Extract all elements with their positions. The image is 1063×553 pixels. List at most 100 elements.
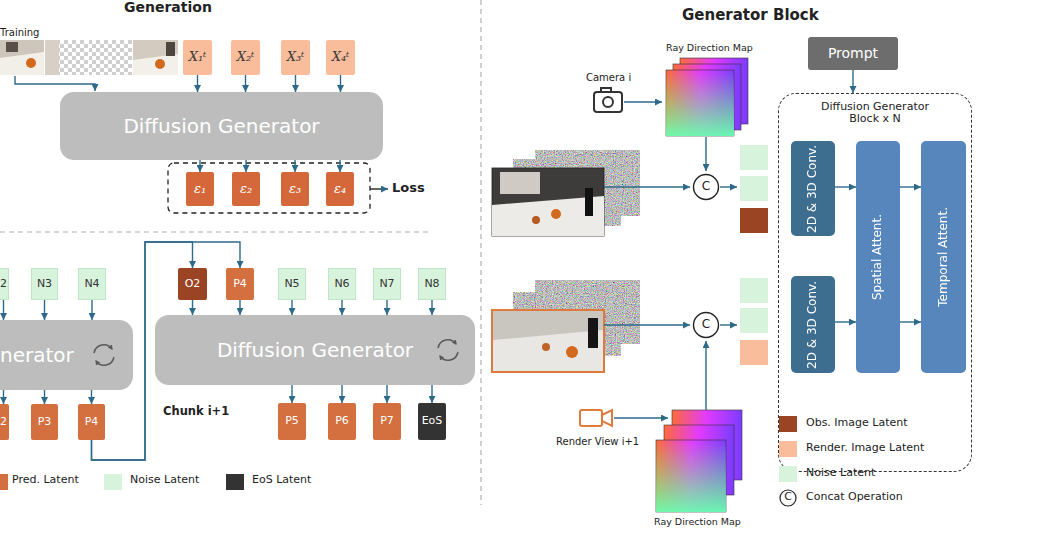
camera-label: Render View i+1 (556, 436, 639, 447)
predicted-latent-box: 2 (0, 404, 9, 440)
video-camera-icon (580, 410, 602, 426)
node-text: ε₄ (334, 182, 346, 196)
ray-direction-map (656, 440, 726, 512)
video-camera-icon (580, 410, 612, 426)
node-text: N4 (84, 278, 99, 290)
ray-direction-map (666, 58, 748, 136)
render-image-stack (492, 310, 604, 372)
flow-connector (245, 160, 246, 172)
training-thumbnails (0, 40, 178, 91)
node-text: Prompt (828, 46, 878, 61)
training-thumbnails (45, 40, 88, 75)
camera-icon (601, 88, 611, 92)
flow-arrow (614, 417, 668, 418)
legend-text: Render. Image Latent (806, 441, 924, 455)
latent-stack (740, 308, 768, 333)
ray-direction-map (672, 410, 742, 480)
loss-bracket (168, 163, 370, 213)
training-thumbnails (133, 40, 178, 75)
ray-direction-map (656, 410, 742, 512)
flow-arrow (604, 186, 690, 187)
node-text: P6 (335, 415, 349, 427)
latent-stack (740, 176, 768, 201)
loss-arrow (370, 188, 388, 189)
flow-connector (291, 385, 292, 403)
noisy-image-stack (535, 150, 640, 216)
node-text: 2 (0, 278, 7, 290)
eos-latent-box: EoS (418, 403, 446, 440)
node-text: ε₂ (240, 182, 252, 196)
node-text: X₃ᵗ (287, 50, 305, 64)
noisy-image-stack (551, 209, 561, 219)
section-title: Generation (124, 0, 212, 15)
render-image-stack (588, 318, 598, 348)
camera-label: Camera i (586, 72, 631, 83)
node-text: O2 (185, 278, 201, 290)
concat-circle-outline (694, 175, 719, 200)
node-text: Temporal Attent. (937, 207, 950, 307)
flow-arrow (705, 137, 706, 171)
node-text: X₁ᵗ (189, 50, 207, 64)
map-label: Ray Direction Map (654, 517, 741, 527)
noisy-image-stack (532, 216, 540, 224)
noise-latent-box: N6 (328, 268, 356, 300)
concat-circle: C (692, 173, 720, 201)
flow-arrow (604, 137, 737, 410)
flow-connector (341, 300, 342, 315)
phase-label: Training (0, 27, 39, 38)
ray-direction-map (664, 425, 734, 495)
render-image-stack (535, 280, 640, 344)
concat-circle: C (692, 311, 720, 339)
noisy-image-stack (492, 150, 640, 236)
noise-latent-box: N4 (78, 268, 106, 300)
concat-circle-outline (694, 313, 719, 338)
predicted-latent-box: P4 (226, 268, 254, 300)
generator-box: Diffusion Generator (60, 92, 383, 160)
input-latent-box: X₄ᵗ (326, 40, 355, 75)
attention-box: Temporal Attent. (921, 141, 966, 373)
training-thumbnails (6, 42, 18, 52)
legend-text: Pred. Latent (12, 473, 79, 487)
ray-direction-map (673, 64, 741, 130)
training-thumbnails (155, 59, 165, 69)
ray-direction-map (656, 440, 726, 512)
flow-connector (199, 160, 200, 172)
training-thumbnails (89, 40, 132, 75)
latent-stack (740, 278, 768, 303)
legend-text: Noise Latent (806, 466, 875, 480)
legend-swatch (226, 474, 244, 490)
training-thumbnails (0, 52, 44, 75)
flow-connector (3, 300, 4, 320)
flow-connector (294, 160, 295, 172)
flow-connector (239, 300, 240, 315)
generator-block: Diffusion Generator Block x N2D & 3D Con… (778, 93, 972, 472)
latent-stack (740, 208, 768, 233)
ray-direction-map (666, 70, 734, 136)
flow-connector (431, 385, 432, 403)
node-text: N8 (424, 278, 439, 290)
noise-latent-box: N5 (278, 268, 306, 300)
flow-arrow (720, 186, 737, 187)
training-thumbnails (166, 42, 175, 56)
node-text: Spatial Attent. (871, 214, 884, 300)
flow-connector (340, 75, 341, 92)
latent-stack (740, 278, 768, 365)
legend-swatch (104, 474, 122, 490)
generator-box: nerator (0, 320, 133, 390)
node-text: ε₃ (289, 182, 301, 196)
flow-arrow (604, 324, 690, 325)
node-text: N6 (334, 278, 349, 290)
noise-latent-box: N3 (31, 268, 58, 300)
section-title: Generator Block (682, 7, 819, 24)
input-latent-box: X₃ᵗ (281, 40, 310, 75)
legend-text: Obs. Image Latent (806, 416, 908, 430)
node-text: C (702, 318, 710, 331)
node-text: P3 (38, 416, 52, 428)
flow-connector (295, 75, 296, 92)
section-separator (480, 0, 481, 505)
prompt-box: Prompt (808, 37, 898, 70)
node-text: Diffusion Generator Block x N (810, 101, 940, 125)
